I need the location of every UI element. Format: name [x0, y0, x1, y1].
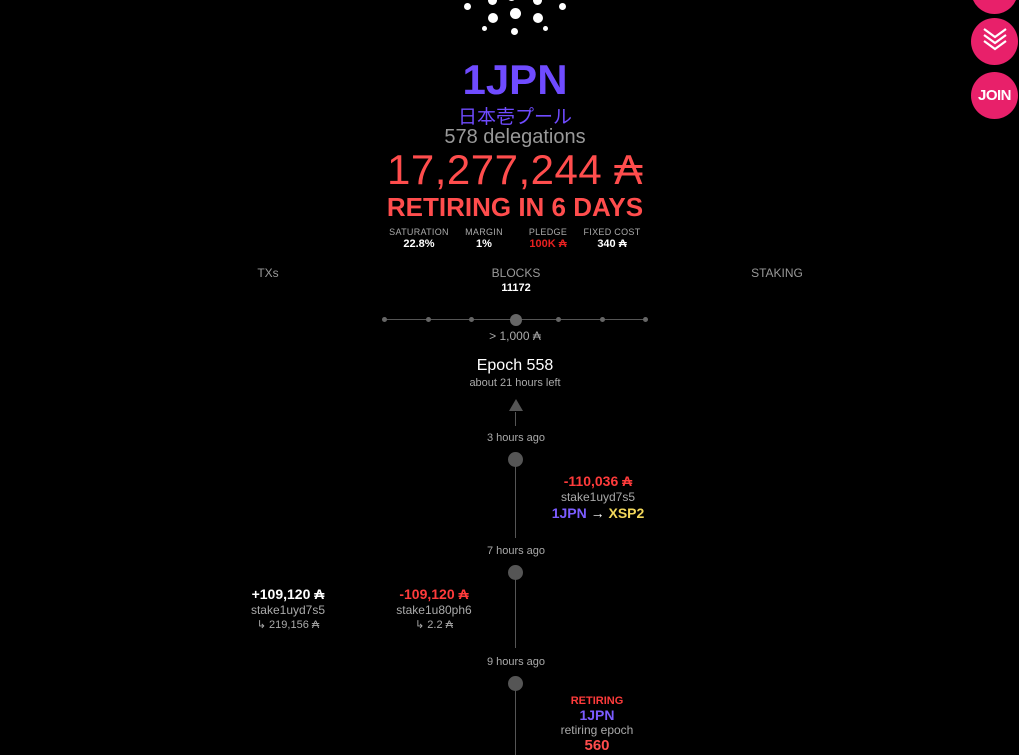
- event-address: stake1uyd7s5: [560, 490, 636, 504]
- tab-blocks[interactable]: BLOCKS 11172: [476, 266, 556, 294]
- delegation-change-event[interactable]: -110,036 ₳ stake1uyd7s5 1JPN → XSP2: [538, 473, 658, 521]
- event-desc: retiring epoch: [560, 723, 634, 737]
- event-address: stake1u80ph6: [396, 603, 472, 617]
- slider-stop[interactable]: [426, 317, 431, 322]
- stat-saturation: SATURATION 22.8%: [386, 227, 452, 250]
- timeline-time: 9 hours ago: [486, 656, 546, 668]
- stat-value: 1%: [476, 238, 492, 250]
- event-type: RETIRING: [570, 695, 624, 707]
- timeline-node[interactable]: [508, 452, 523, 467]
- stat-label: PLEDGE: [528, 227, 568, 237]
- timeline-line: [515, 578, 516, 648]
- stat-label: MARGIN: [465, 227, 503, 237]
- tab-staking[interactable]: STAKING: [742, 266, 812, 280]
- pool-name: 日本壱プール: [457, 107, 572, 128]
- tab-label: BLOCKS: [491, 266, 541, 280]
- retiring-event[interactable]: RETIRING 1JPN retiring epoch 560: [537, 695, 657, 754]
- arrow-up-icon: [509, 399, 523, 411]
- pool-move: 1JPN → XSP2: [538, 505, 658, 521]
- tab-label: TXs: [257, 266, 279, 280]
- blocks-count: 11172: [501, 282, 531, 294]
- timeline-line: [515, 466, 516, 538]
- slider-stop[interactable]: [643, 317, 648, 322]
- timeline-time: 7 hours ago: [486, 545, 546, 557]
- layers-button[interactable]: [971, 18, 1018, 65]
- timeline-time: 3 hours ago: [486, 432, 546, 444]
- event-pool: 1JPN: [579, 707, 615, 723]
- stat-label: SATURATION: [389, 227, 449, 237]
- stat-margin: MARGIN 1%: [458, 227, 510, 250]
- delegation-count: 578 delegations: [444, 126, 586, 148]
- timeline-line: [515, 690, 516, 755]
- cardano-logo-icon: [455, 0, 575, 44]
- amount-filter-handle[interactable]: [510, 314, 522, 326]
- event-amount: -109,120 ₳: [399, 586, 469, 602]
- amount-filter-label: > 1,000 ₳: [489, 329, 541, 343]
- join-button[interactable]: JOIN: [971, 72, 1018, 119]
- timeline-line: [515, 412, 516, 426]
- pool-ticker: 1JPN: [462, 56, 568, 103]
- stat-label: FIXED COST: [583, 227, 641, 237]
- to-pool: XSP2: [608, 505, 645, 521]
- stat-value: 340 ₳: [597, 238, 627, 250]
- retiring-epoch: 560: [584, 737, 610, 754]
- timeline-node[interactable]: [508, 565, 523, 580]
- stat-fixed-cost: FIXED COST 340 ₳: [581, 227, 643, 250]
- slider-stop[interactable]: [600, 317, 605, 322]
- stake-add-event[interactable]: +109,120 ₳ stake1uyd7s5 ↳ 219,156 ₳: [228, 586, 348, 631]
- layers-icon: [981, 26, 1009, 57]
- slider-stop[interactable]: [556, 317, 561, 322]
- event-address: stake1uyd7s5: [250, 603, 326, 617]
- tab-label: STAKING: [751, 266, 803, 280]
- retiring-status: RETIRING IN 6 DAYS: [386, 192, 644, 222]
- epoch-title: Epoch 558: [476, 357, 554, 374]
- event-amount: +109,120 ₳: [251, 586, 325, 602]
- tab-txs[interactable]: TXs: [238, 266, 298, 280]
- event-balance: ↳ 2.2 ₳: [415, 619, 453, 631]
- event-amount: -110,036 ₳: [563, 473, 633, 489]
- stat-value: 22.8%: [403, 238, 435, 250]
- from-pool: 1JPN: [551, 505, 587, 521]
- pool-stake: 17,277,244 ₳: [387, 146, 643, 193]
- timeline-node[interactable]: [508, 676, 523, 691]
- stat-pledge: PLEDGE 100K ₳: [520, 227, 576, 250]
- stat-value: 100K ₳: [529, 238, 567, 250]
- event-balance: ↳ 219,156 ₳: [256, 619, 320, 631]
- arrow-right-icon: →: [590, 505, 605, 521]
- slider-stop[interactable]: [382, 317, 387, 322]
- stake-remove-event[interactable]: -109,120 ₳ stake1u80ph6 ↳ 2.2 ₳: [374, 586, 494, 631]
- slider-stop[interactable]: [469, 317, 474, 322]
- epoch-time-left: about 21 hours left: [469, 377, 561, 389]
- menu-button[interactable]: [971, 0, 1018, 14]
